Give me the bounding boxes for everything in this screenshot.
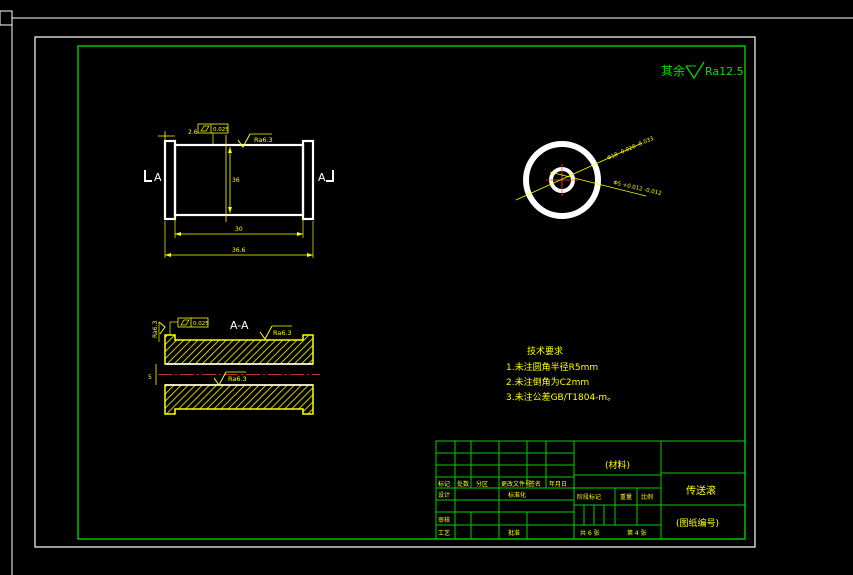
dim-chamfer: 2.6 bbox=[188, 129, 198, 136]
drawing-number: (图纸编号) bbox=[676, 517, 719, 529]
svg-text:标准化: 标准化 bbox=[508, 491, 526, 499]
title-block-text: (材料) 传送滚 (图纸编号) 标记 处数 分区 更改文件号 签名 年月日 设计… bbox=[438, 459, 719, 537]
svg-text:批准: 批准 bbox=[508, 529, 520, 537]
roughness-top-section: Ra6.3 bbox=[273, 329, 292, 337]
title-block bbox=[435, 440, 746, 540]
tech-item-2: 2.未注倒角为C2mm bbox=[506, 376, 589, 388]
dim-inner-length: 30 bbox=[235, 226, 243, 233]
svg-text:阶段标记: 阶段标记 bbox=[577, 493, 601, 501]
svg-text:年月日: 年月日 bbox=[549, 480, 567, 488]
svg-text:审核: 审核 bbox=[438, 516, 450, 524]
part-name: 传送滚 bbox=[686, 484, 716, 497]
roughness-note-prefix: 其余 bbox=[661, 63, 685, 78]
ucs-corner-icon[interactable] bbox=[0, 10, 13, 26]
material-label: (材料) bbox=[605, 459, 630, 471]
dim-height: 36 bbox=[232, 177, 240, 184]
drawing-frame bbox=[77, 45, 746, 540]
svg-text:0.025: 0.025 bbox=[213, 127, 229, 133]
flatness-icon bbox=[200, 125, 210, 132]
svg-text:设计: 设计 bbox=[438, 491, 450, 499]
paper-border bbox=[34, 36, 756, 548]
svg-text:0.025: 0.025 bbox=[193, 321, 209, 327]
svg-text:标记: 标记 bbox=[438, 480, 450, 488]
dim-inner-diameter: Φ5 +0.012 -0.012 bbox=[613, 180, 663, 197]
roughness-note: 其余 Ra12.5 bbox=[661, 61, 744, 80]
svg-text:重量: 重量 bbox=[620, 493, 632, 501]
dim-outer-diameter: Φ18 -0.020 -0.033 bbox=[606, 136, 655, 162]
svg-text:工艺: 工艺 bbox=[438, 529, 450, 537]
svg-text:比例: 比例 bbox=[641, 493, 653, 501]
dim-bore: 5 bbox=[148, 374, 152, 381]
section-mark-left: A bbox=[154, 171, 162, 184]
roughness-top: Ra6.3 bbox=[254, 136, 273, 144]
svg-text:共 6 张: 共 6 张 bbox=[580, 529, 600, 537]
roughness-note-value: Ra12.5 bbox=[705, 65, 744, 78]
section-view: A-A 5 Ra6.3 0.025 Ra6.3 Ra6.3 bbox=[148, 317, 320, 415]
tech-requirements: 技术要求 1.未注圆角半径R5mm 2.未注倒角为C2mm 3.未注公差GB/T… bbox=[506, 345, 616, 403]
svg-text:第 4 张: 第 4 张 bbox=[627, 529, 647, 537]
roughness-left: Ra6.3 bbox=[152, 321, 159, 338]
roughness-bore: Ra6.3 bbox=[228, 375, 247, 383]
section-mark-right: A bbox=[318, 171, 326, 184]
dim-total-length: 36.6 bbox=[232, 247, 246, 254]
tech-item-3: 3.未注公差GB/T1804-m。 bbox=[506, 391, 616, 403]
svg-text:签名: 签名 bbox=[529, 480, 541, 488]
tech-title: 技术要求 bbox=[527, 345, 563, 357]
side-view: Φ18 -0.020 -0.033 Φ5 +0.012 -0.012 bbox=[515, 136, 663, 219]
svg-text:更改文件号: 更改文件号 bbox=[501, 480, 531, 488]
tech-item-1: 1.未注圆角半径R5mm bbox=[506, 361, 598, 373]
roughness-check-icon bbox=[685, 61, 705, 80]
section-title: A-A bbox=[230, 319, 249, 332]
svg-text:分区: 分区 bbox=[476, 480, 488, 488]
viewport-frame bbox=[0, 10, 853, 575]
svg-text:处数: 处数 bbox=[457, 480, 469, 488]
front-view: A A 2.6 0.025 Ra6.3 36 30 36 bbox=[144, 123, 334, 258]
